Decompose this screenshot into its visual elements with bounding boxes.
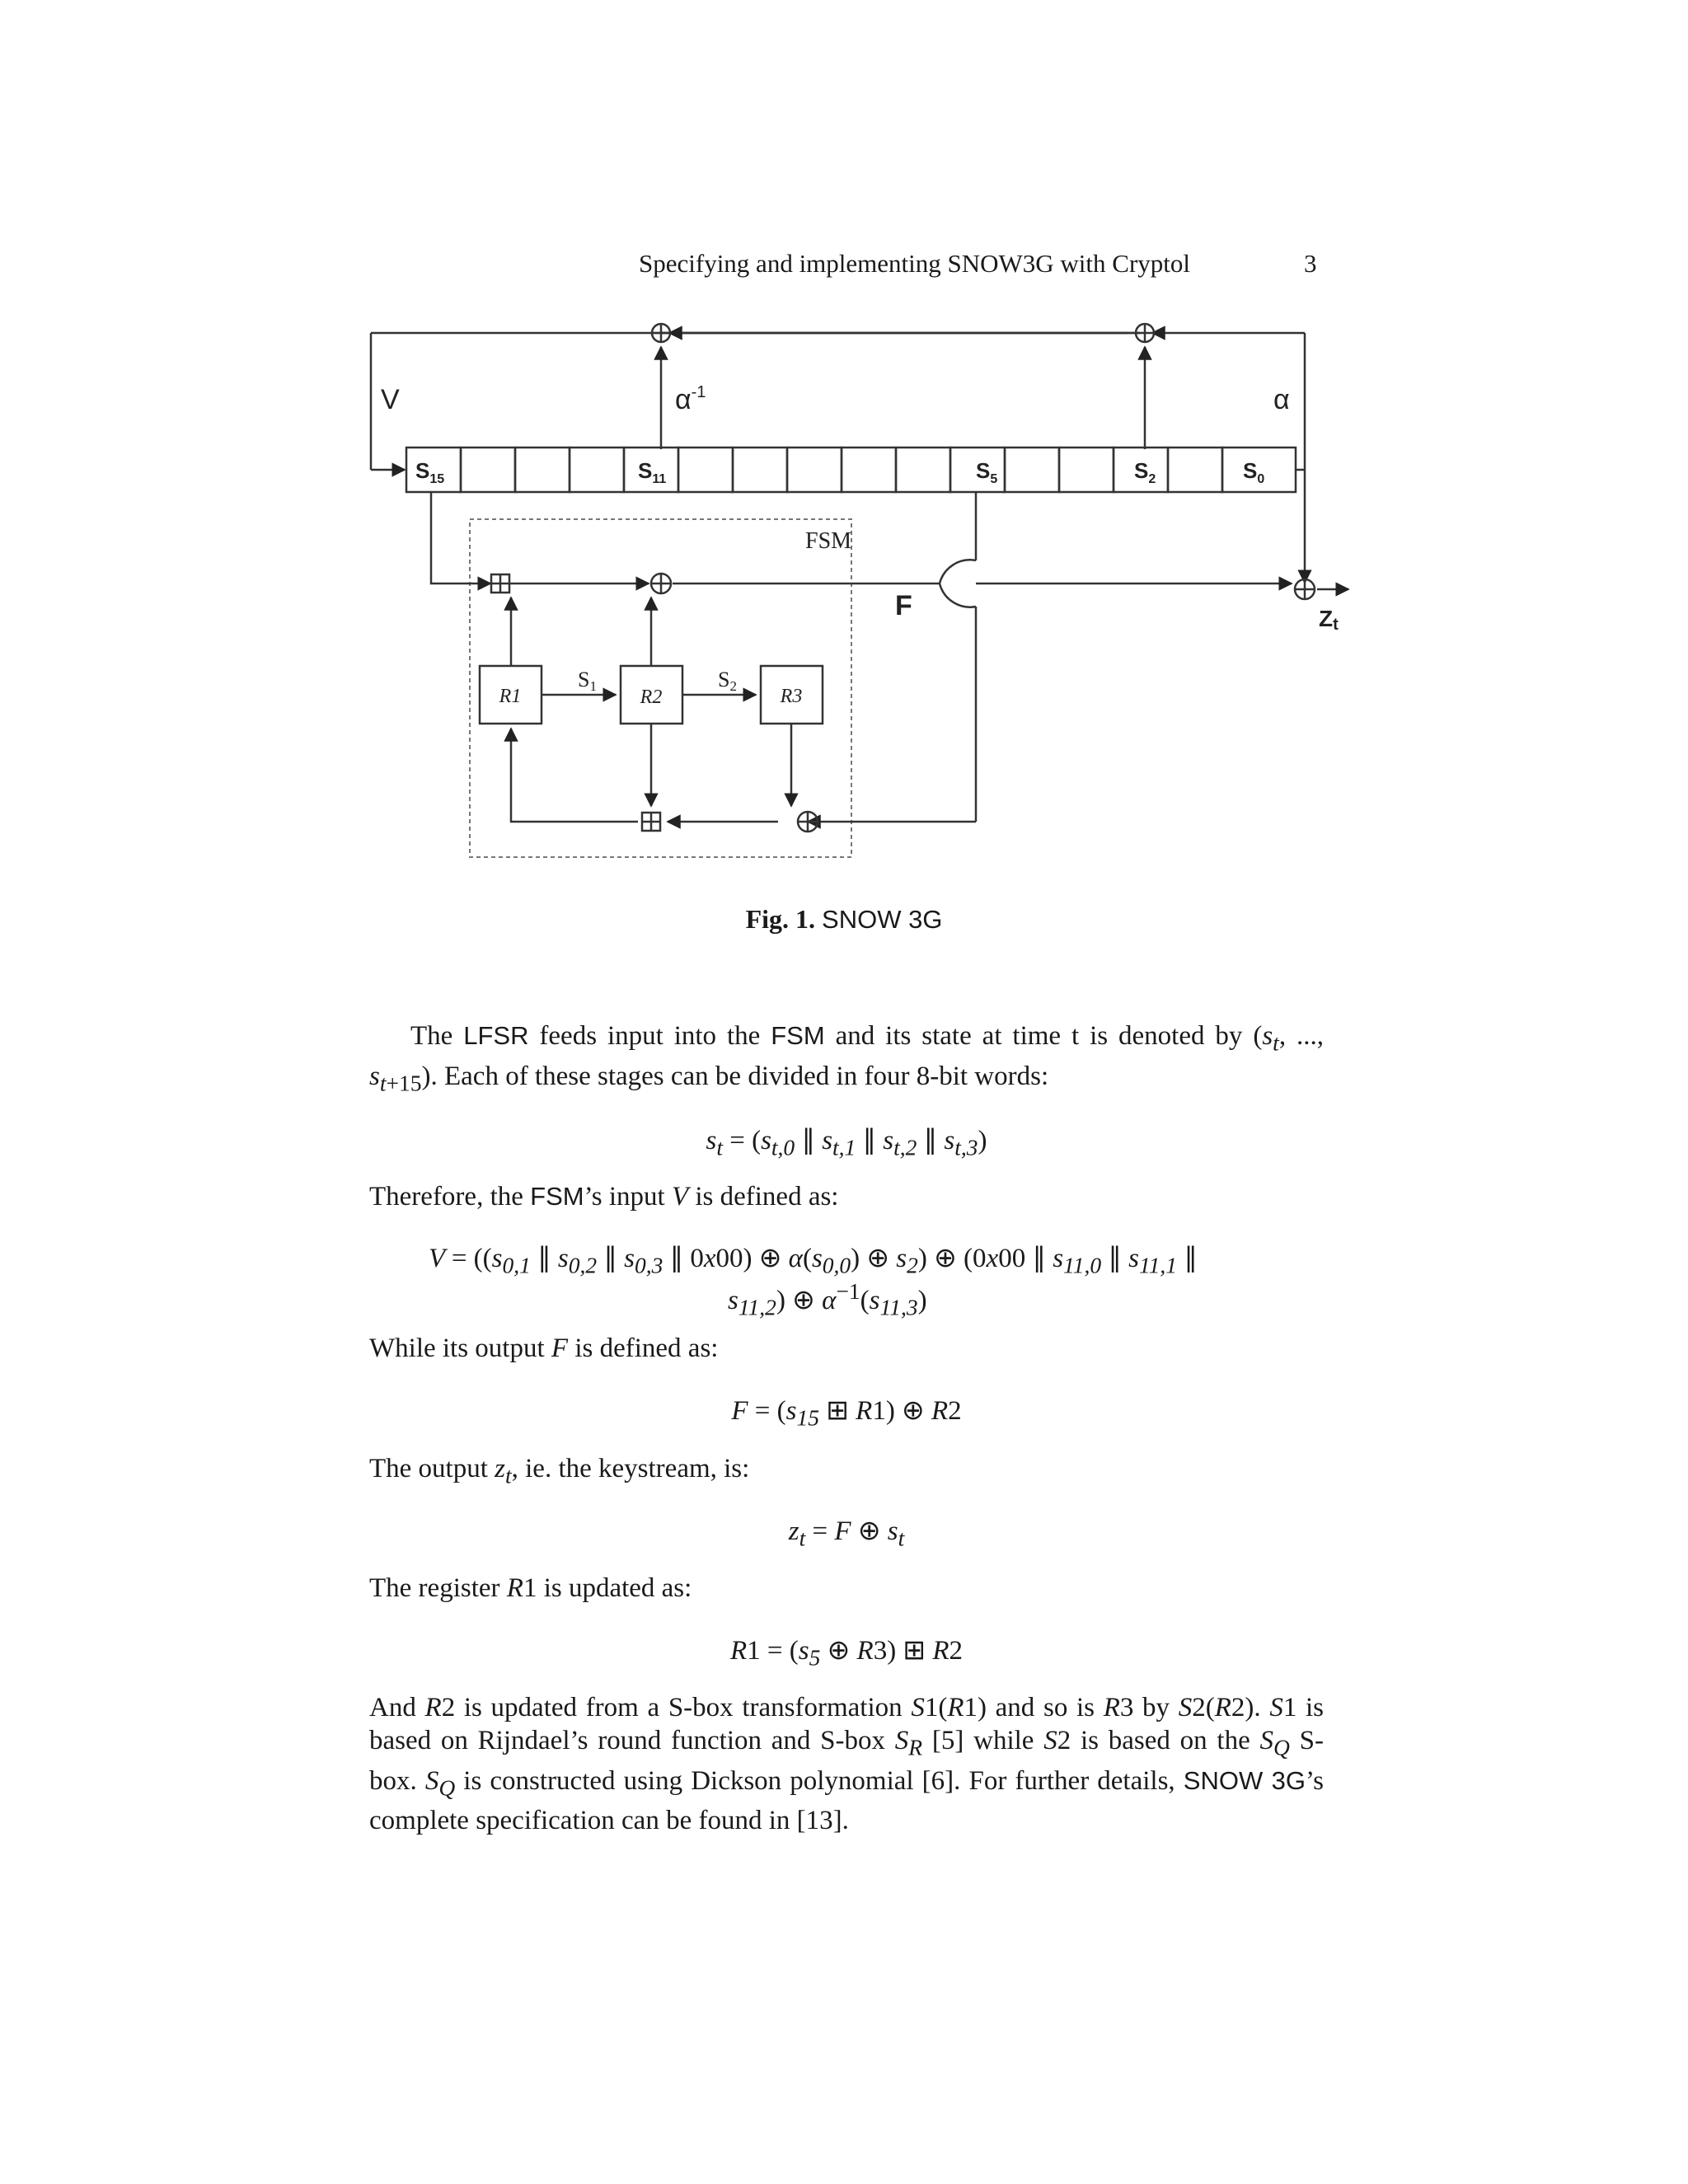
fsm-boundary: [469, 518, 852, 858]
adder-s15-r1: [490, 573, 511, 594]
label-zt: Zt: [1319, 606, 1339, 634]
page-number: 3: [1304, 249, 1317, 278]
paragraph-fsm-input: Therefore, the FSM’s input V is defined …: [369, 1182, 839, 1212]
equation-v-line2: s11,2) ⊕ α−1(s11,3): [728, 1278, 927, 1320]
label-f: F: [895, 590, 912, 621]
label-s15: S15: [415, 458, 444, 486]
label-r2: R2: [640, 687, 663, 708]
label-s2: S2: [1134, 458, 1156, 486]
adder-r2-update: [640, 811, 662, 832]
label-r3: R3: [780, 686, 803, 707]
paragraph-output-f: While its output F is defined as:: [369, 1333, 719, 1363]
paragraph-lfsr: The LFSR feeds input into the FSM and it…: [369, 1021, 1324, 1096]
label-s0: S0: [1243, 458, 1264, 486]
xor-top-right: [1134, 322, 1156, 344]
figure-caption-prefix: Fig. 1.: [745, 904, 816, 934]
snow3g-figure: V α-1 α S15 S11 S5 S2 S0 F Zt FSM S1 S2 …: [346, 313, 1368, 890]
label-s5: S5: [976, 458, 997, 486]
jump-arc-top: [938, 559, 977, 584]
equation-st: st = (st,0 ∥ st,1 ∥ st,2 ∥ st,3): [706, 1126, 987, 1160]
running-header-title: Specifying and implementing SNOW3G with …: [639, 249, 1191, 278]
label-sbox2: S2: [718, 668, 737, 694]
snow3g-diagram: V α-1 α S15 S11 S5 S2 S0 F Zt FSM S1 S2 …: [369, 322, 1350, 858]
equation-r1: R1 = (s5 ⊕ R3) ⊞ R2: [729, 1636, 963, 1671]
label-s11: S11: [638, 458, 666, 486]
bottom-adder-to-r1-arrow: [504, 727, 638, 823]
label-r1: R1: [499, 686, 522, 707]
paragraph-sbox: And R2 is updated from a S-box transform…: [369, 1693, 1325, 1836]
figure-caption: Fig. 1. SNOW 3G: [0, 904, 1688, 935]
xor-fsm-output: [649, 572, 673, 595]
equation-v-line1: V = ((s0,1 ∥ s0,2 ∥ s0,3 ∥ 0x00) ⊕ α(s0,…: [429, 1244, 1198, 1278]
figure-caption-text: SNOW 3G: [822, 905, 943, 934]
xor-s5-r3: [796, 810, 819, 833]
jump-arc-bottom: [938, 583, 977, 608]
xor-top-left: [650, 322, 672, 344]
label-alpha: α: [1273, 384, 1290, 415]
lfsr-register: [405, 446, 1297, 494]
equation-f: F = (s15 ⊞ R1) ⊕ R2: [731, 1396, 962, 1431]
label-sbox1: S1: [578, 668, 597, 694]
s15-down-line: [429, 492, 481, 585]
label-alpha-inv: α-1: [675, 383, 706, 415]
label-v: V: [381, 384, 400, 415]
equation-zt: zt = F ⊕ st: [788, 1516, 905, 1551]
xor-zt-output: [1293, 578, 1316, 601]
label-fsm: FSM: [805, 528, 851, 554]
paragraph-output-zt: The output zt, ie. the keystream, is:: [369, 1454, 750, 1488]
paragraph-r1-update: The register R1 is updated as:: [369, 1573, 692, 1603]
